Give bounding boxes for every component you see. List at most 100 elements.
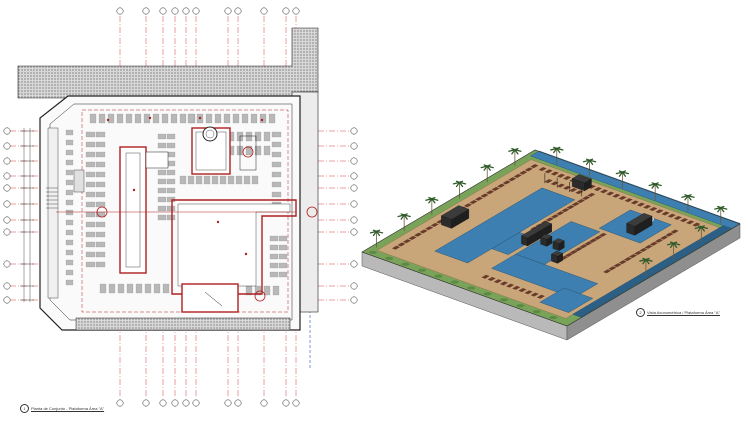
lounger-axo bbox=[550, 181, 559, 186]
lounger-plan bbox=[65, 189, 74, 196]
reference-dot bbox=[198, 116, 202, 120]
lounger-plan bbox=[187, 175, 195, 185]
lounger-axo bbox=[556, 211, 565, 216]
lounger-axo bbox=[606, 191, 615, 196]
platform-edge-outline bbox=[361, 149, 741, 327]
pool-bottom-diagonal bbox=[204, 291, 223, 307]
palm-frond bbox=[458, 181, 464, 188]
palm-frond bbox=[672, 242, 678, 248]
lounger-axo bbox=[612, 193, 621, 198]
lounger-plan bbox=[65, 259, 74, 266]
pool-left-inner bbox=[125, 152, 141, 268]
lounger-plan bbox=[108, 283, 116, 294]
palm-frond bbox=[486, 165, 491, 171]
bar-counter bbox=[239, 135, 257, 171]
palm-frond bbox=[672, 241, 678, 244]
lounger-plan bbox=[272, 285, 280, 296]
shrub-edge bbox=[385, 256, 394, 260]
lounger-axo bbox=[593, 187, 602, 191]
lounger-axo bbox=[397, 242, 406, 247]
lounger-plan bbox=[162, 283, 170, 294]
lounger-plan bbox=[263, 131, 271, 142]
pool-center-outer-plan bbox=[171, 199, 297, 295]
palm-frond bbox=[375, 229, 381, 233]
palm-frond bbox=[431, 196, 436, 200]
lounger-plan bbox=[195, 175, 203, 185]
lounger-plan bbox=[89, 113, 97, 124]
grid-bubble bbox=[292, 399, 300, 407]
grid-bubble bbox=[171, 399, 179, 407]
lounger-plan bbox=[166, 142, 176, 149]
palm-frond bbox=[556, 146, 561, 150]
lounger-axo bbox=[551, 214, 559, 219]
section-marker bbox=[242, 146, 254, 158]
lounger-plan bbox=[157, 214, 167, 221]
lounger-plan bbox=[85, 211, 96, 218]
lounger-plan bbox=[179, 113, 187, 124]
lounger-plan bbox=[166, 169, 176, 176]
caption-axonometric-text: Vista Axonométrica / Plataforma Área "A" bbox=[647, 310, 721, 315]
lounger-plan bbox=[278, 235, 288, 242]
lounger-axo bbox=[576, 199, 585, 203]
lounger-plan bbox=[65, 269, 74, 276]
lounger-axo bbox=[506, 283, 515, 288]
lounger-plan bbox=[269, 271, 279, 278]
palm-frond bbox=[720, 205, 725, 209]
grid-bubble bbox=[3, 172, 11, 180]
grid-bubble bbox=[350, 282, 358, 290]
grid-bubble bbox=[171, 7, 179, 15]
lounger-plan bbox=[95, 141, 106, 148]
palm-frond bbox=[687, 194, 692, 197]
lounger-plan bbox=[205, 113, 213, 124]
grid-bubble bbox=[3, 127, 11, 135]
grid-bubble bbox=[350, 127, 358, 135]
lounger-plan bbox=[95, 131, 106, 138]
shrub-edge bbox=[467, 286, 476, 290]
grid-bubble bbox=[192, 7, 200, 15]
lounger-plan bbox=[250, 113, 258, 124]
palm-frond bbox=[645, 258, 650, 265]
lounger-plan bbox=[187, 113, 195, 124]
lounger-plan bbox=[278, 262, 288, 269]
lounger-axo bbox=[637, 202, 645, 207]
lounger-plan bbox=[263, 145, 271, 156]
lounger-plan bbox=[98, 113, 106, 124]
lounger-axo bbox=[524, 167, 533, 172]
shrub-edge bbox=[483, 292, 492, 296]
lounger-axo bbox=[545, 217, 554, 222]
lounger-axo bbox=[469, 200, 478, 204]
lounger-plan bbox=[271, 141, 282, 148]
grid-bubble bbox=[260, 7, 268, 15]
palm-frond bbox=[654, 183, 659, 189]
lounger-plan bbox=[65, 159, 74, 166]
lounger-plan bbox=[166, 205, 176, 212]
lounger-plan bbox=[153, 283, 161, 294]
pool-center-long-axo bbox=[491, 253, 599, 299]
lounger-plan bbox=[65, 169, 74, 176]
lounger-plan bbox=[254, 285, 262, 296]
grid-bubble bbox=[224, 399, 232, 407]
lounger-axo bbox=[481, 274, 490, 279]
lounger-plan bbox=[271, 181, 282, 188]
palm-frond bbox=[375, 230, 381, 237]
pool-deck-piece bbox=[145, 151, 169, 169]
reference-dot bbox=[132, 188, 136, 192]
grid-bubble bbox=[3, 296, 11, 304]
lounger-axo bbox=[486, 190, 495, 195]
lounger-axo bbox=[544, 179, 553, 184]
reference-dot bbox=[260, 118, 264, 122]
lounger-axo bbox=[487, 277, 496, 281]
lounger-plan bbox=[99, 283, 107, 294]
lounger-axo bbox=[655, 238, 663, 243]
grid-bubble bbox=[142, 399, 150, 407]
lounger-axo bbox=[587, 192, 596, 197]
lounger-plan bbox=[179, 175, 187, 185]
lounger-axo bbox=[566, 205, 575, 210]
palm-frond bbox=[588, 158, 594, 161]
lounger-plan bbox=[116, 113, 124, 124]
grid-bubble bbox=[350, 184, 358, 192]
lounger-axo bbox=[508, 177, 517, 182]
